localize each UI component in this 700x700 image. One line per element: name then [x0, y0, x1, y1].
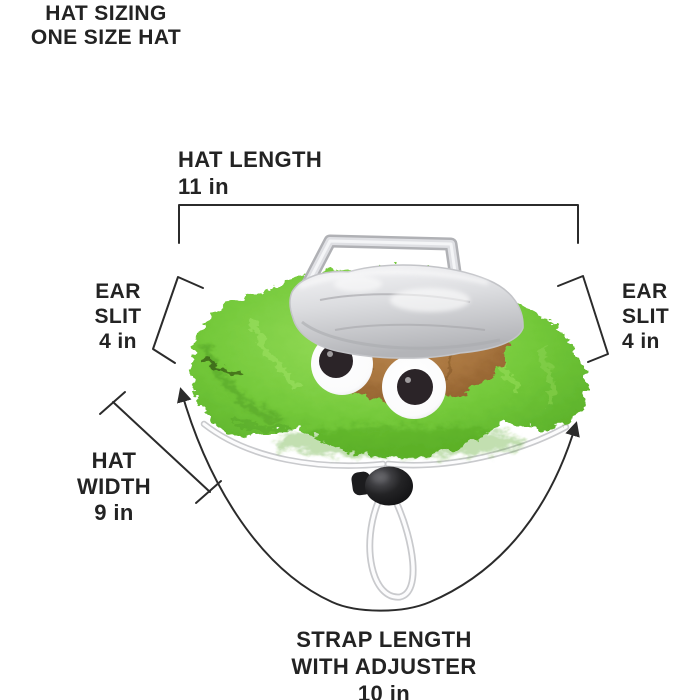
- title-line-2: ONE SIZE HAT: [30, 26, 182, 49]
- hat-length-bracket: [178, 204, 579, 244]
- silver-trash-can-lid: [289, 234, 524, 359]
- ear-slit-left-bracket: [152, 276, 204, 364]
- ear-slit-right-line-2: SLIT: [622, 305, 670, 328]
- hat-length-name: HAT LENGTH: [178, 147, 323, 172]
- strap-length-line-2: WITH ADJUSTER: [291, 654, 477, 679]
- right-pupil: [397, 369, 433, 405]
- ear-slit-left-label: EAR SLIT 4 in: [68, 279, 168, 354]
- ear-slit-right-bracket: [557, 275, 609, 363]
- hat-width-line-1: HAT: [91, 448, 137, 473]
- hat-length-label: HAT LENGTH 11 in: [178, 146, 322, 200]
- measurement-lines: [99, 204, 609, 612]
- strap-length-arc: [177, 387, 580, 612]
- hat-width-label: HAT WIDTH 9 in: [64, 448, 164, 526]
- hat-width-dimension-line: [99, 391, 222, 504]
- ear-slit-left-value: 4 in: [99, 330, 137, 353]
- strap-length-value: 10 in: [357, 681, 411, 700]
- ear-slit-opening: [201, 355, 241, 375]
- ear-slit-right-label: EAR SLIT 4 in: [622, 279, 700, 354]
- hat-width-line-2: WIDTH: [76, 474, 152, 499]
- strap-length-line-1: STRAP LENGTH: [296, 627, 472, 652]
- ear-slit-left-line-1: EAR: [95, 280, 141, 303]
- page-title: HAT SIZING ONE SIZE HAT: [6, 2, 206, 50]
- cord-lock-adjuster: [351, 466, 413, 506]
- strap-length-label: STRAP LENGTH WITH ADJUSTER 10 in: [254, 626, 514, 700]
- ear-slit-left-line-2: SLIT: [94, 305, 142, 328]
- ear-slit-right-value: 4 in: [622, 330, 660, 353]
- hat-length-value: 11 in: [178, 174, 229, 199]
- chin-strap: [200, 420, 570, 601]
- hat-width-value: 9 in: [94, 500, 134, 525]
- ear-slit-right-line-1: EAR: [622, 280, 668, 303]
- title-line-1: HAT SIZING: [45, 2, 167, 25]
